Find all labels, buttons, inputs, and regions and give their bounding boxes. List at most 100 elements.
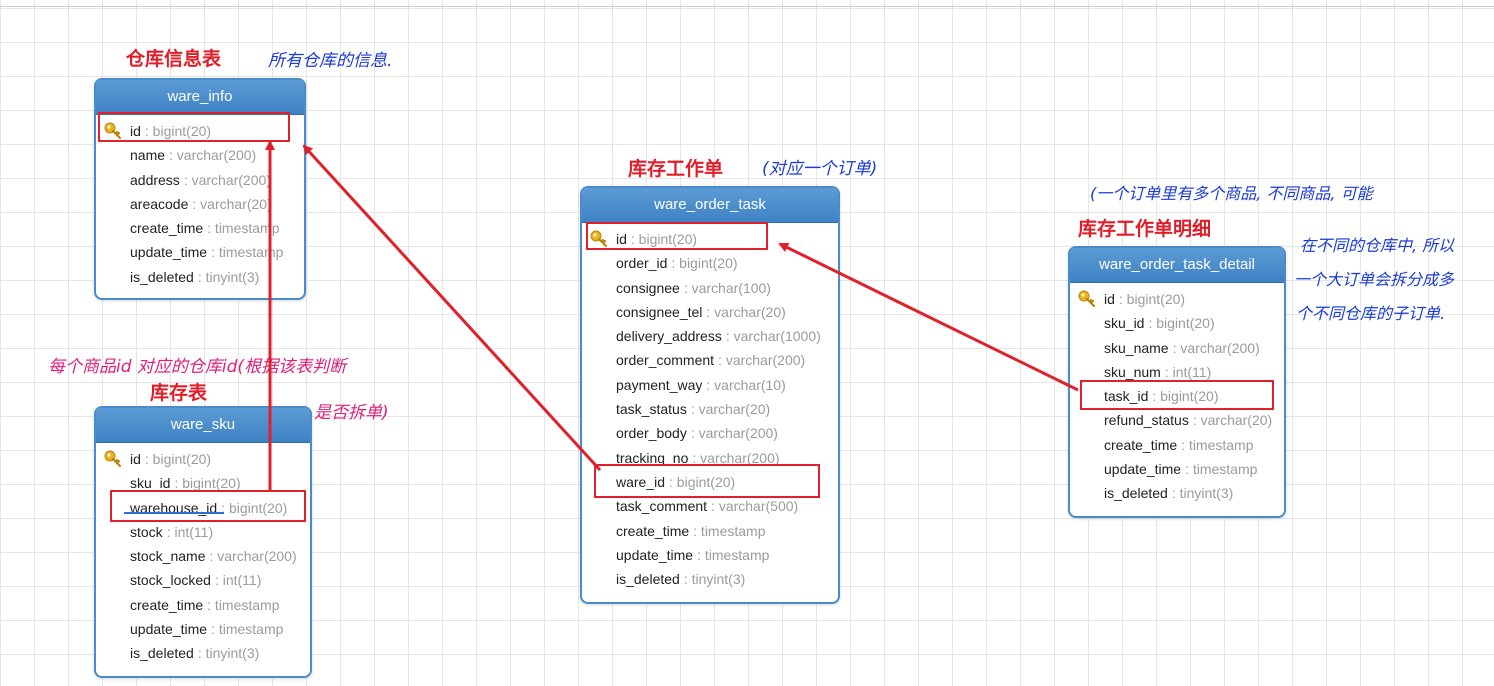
field-type: : bigint(20): [630, 231, 698, 247]
field-row[interactable]: consignee_tel: varchar(20): [582, 300, 838, 324]
field-name: order_body: [616, 425, 687, 442]
field-row[interactable]: refund_status: varchar(20): [1070, 408, 1284, 432]
field-name: delivery_address: [616, 328, 722, 345]
field-label: is_deleted: tinyint(3): [130, 265, 259, 289]
field-row[interactable]: areacode: varchar(20): [96, 192, 304, 216]
field-row[interactable]: address: varchar(200): [96, 168, 304, 192]
field-row[interactable]: ware_id: bigint(20): [582, 470, 838, 494]
field-name: sku_num: [1104, 363, 1161, 380]
field-row[interactable]: stock_locked: int(11): [96, 568, 310, 592]
field-row[interactable]: stock: int(11): [96, 520, 310, 544]
highlight-ware-sku-warehouse-id: [110, 490, 306, 522]
field-list: id: bigint(20)order_id: bigint(20)consig…: [582, 223, 838, 591]
field-name: name: [130, 147, 166, 164]
field-type: : varchar(1000): [725, 328, 821, 345]
field-type: : varchar(200): [183, 171, 271, 188]
table-ware-order-task-detail[interactable]: ware_order_task_detail id: bigint(20)sku…: [1068, 246, 1286, 518]
field-row[interactable]: consignee: varchar(100): [582, 276, 838, 300]
field-row[interactable]: create_time: timestamp: [582, 519, 838, 543]
field-row[interactable]: create_time: timestamp: [1070, 433, 1284, 457]
field-row[interactable]: name: varchar(200): [96, 143, 304, 167]
table-header: ware_sku: [96, 408, 310, 443]
field-name: is_deleted: [1104, 485, 1168, 502]
field-row[interactable]: is_deleted: tinyint(3): [96, 265, 304, 289]
field-row[interactable]: id: bigint(20): [1070, 287, 1284, 311]
field-name: sku_id: [1104, 315, 1145, 332]
field-row[interactable]: task_id: bigint(20): [1070, 384, 1284, 408]
field-row[interactable]: is_deleted: tinyint(3): [582, 567, 838, 591]
field-name: is_deleted: [130, 645, 194, 662]
field-type: : bigint(20): [144, 123, 212, 139]
field-label: stock: int(11): [130, 520, 213, 544]
field-row[interactable]: is_deleted: tinyint(3): [96, 641, 310, 665]
field-row[interactable]: update_time: timestamp: [96, 240, 304, 264]
field-row[interactable]: update_time: timestamp: [96, 617, 310, 641]
field-type: : tinyint(3): [197, 268, 260, 285]
field-label: create_time: timestamp: [130, 216, 280, 240]
ware-sku-note-line1: 每个商品id 对应的仓库id(根据该表判断: [48, 357, 347, 377]
field-row[interactable]: order_comment: varchar(200): [582, 348, 838, 372]
field-label: sku_id: bigint(20): [130, 471, 241, 495]
field-type: : bigint(20): [1148, 315, 1215, 332]
field-name: address: [130, 171, 180, 188]
field-row[interactable]: delivery_address: varchar(1000): [582, 324, 838, 348]
field-row[interactable]: tracking_no: varchar(200): [582, 446, 838, 470]
field-type: : varchar(10): [706, 376, 786, 393]
field-name: stock_name: [130, 548, 206, 565]
field-row[interactable]: payment_way: varchar(10): [582, 373, 838, 397]
field-row[interactable]: task_status: varchar(20): [582, 397, 838, 421]
field-name: task_id: [1104, 388, 1149, 405]
field-label: stock_name: varchar(200): [130, 544, 297, 568]
field-row[interactable]: id: bigint(20): [96, 119, 304, 143]
field-list: id: bigint(20)sku_id: bigint(20)warehous…: [96, 443, 310, 666]
field-type: : varchar(200): [690, 425, 778, 442]
field-type: : timestamp: [1185, 461, 1258, 478]
field-label: order_body: varchar(200): [616, 421, 778, 445]
field-label: ware_id: bigint(20): [616, 470, 735, 494]
field-row[interactable]: stock_name: varchar(200): [96, 544, 310, 568]
field-row[interactable]: order_id: bigint(20): [582, 251, 838, 275]
field-name: create_time: [616, 522, 690, 539]
field-type: : varchar(20): [1192, 412, 1273, 429]
field-label: sku_num: int(11): [1104, 360, 1211, 384]
field-name: areacode: [130, 195, 189, 212]
field-name: order_comment: [616, 352, 715, 369]
field-type: : varchar(200): [169, 147, 257, 164]
field-type: : int(11): [166, 523, 214, 540]
field-type: : timestamp: [211, 621, 284, 638]
field-name: stock: [130, 523, 163, 540]
field-row[interactable]: sku_name: varchar(200): [1070, 336, 1284, 360]
table-ware-sku[interactable]: ware_sku id: bigint(20)sku_id: bigint(20…: [94, 406, 312, 678]
ware-info-title: 仓库信息表: [126, 48, 222, 70]
field-row[interactable]: sku_id: bigint(20): [96, 471, 310, 495]
field-row[interactable]: is_deleted: tinyint(3): [1070, 481, 1284, 505]
field-name: update_time: [130, 244, 208, 261]
field-label: order_id: bigint(20): [616, 251, 738, 275]
field-row[interactable]: order_body: varchar(200): [582, 421, 838, 445]
field-label: task_id: bigint(20): [1104, 384, 1219, 408]
field-row[interactable]: update_time: timestamp: [582, 543, 838, 567]
field-label: id: bigint(20): [130, 447, 211, 471]
field-name: refund_status: [1104, 412, 1189, 429]
field-type: : timestamp: [211, 244, 284, 261]
field-row[interactable]: task_comment: varchar(500): [582, 494, 838, 518]
field-row[interactable]: sku_num: int(11): [1070, 360, 1284, 384]
field-type: : varchar(20): [706, 303, 786, 320]
field-label: sku_id: bigint(20): [1104, 311, 1215, 335]
field-label: areacode: varchar(20): [130, 192, 272, 216]
field-label: id: bigint(20): [130, 119, 211, 143]
field-type: : bigint(20): [671, 255, 738, 272]
field-row[interactable]: update_time: timestamp: [1070, 457, 1284, 481]
detail-note-line1: (一个订单里有多个商品, 不同商品, 可能: [1090, 184, 1373, 203]
field-type: : varchar(200): [718, 352, 806, 369]
field-row[interactable]: warehouse_id: bigint(20): [96, 496, 310, 520]
field-row[interactable]: id: bigint(20): [96, 447, 310, 471]
field-type: : bigint(20): [669, 473, 736, 490]
field-label: update_time: timestamp: [130, 617, 283, 641]
field-type: : bigint(20): [1152, 388, 1219, 405]
field-row[interactable]: create_time: timestamp: [96, 593, 310, 617]
field-row[interactable]: sku_id: bigint(20): [1070, 311, 1284, 335]
field-row[interactable]: create_time: timestamp: [96, 216, 304, 240]
field-label: is_deleted: tinyint(3): [130, 641, 259, 665]
field-label: stock_locked: int(11): [130, 568, 261, 592]
